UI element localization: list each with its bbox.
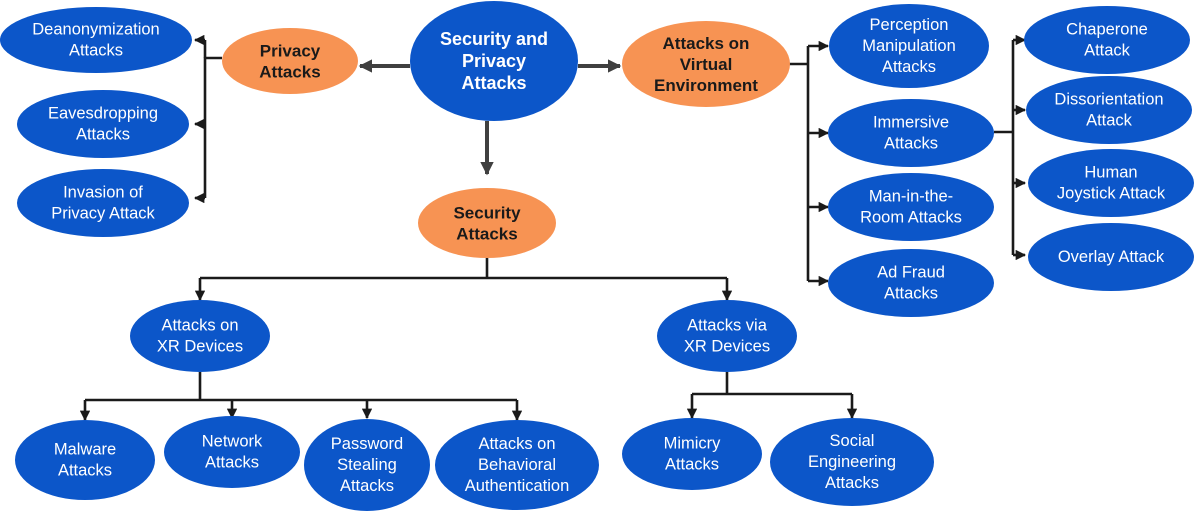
node-perception-manipulation-shape — [829, 4, 989, 88]
node-invasion-privacy-shape — [17, 169, 189, 237]
node-immersive-shape — [828, 99, 994, 167]
node-privacy-attacks-shape — [222, 28, 358, 94]
node-overlay-label: Overlay Attack — [1058, 248, 1165, 266]
immersive-connectors — [994, 34, 1027, 261]
node-virtual-environment-shape — [622, 21, 790, 107]
node-overlay: Overlay Attack — [1028, 223, 1194, 291]
node-man-in-the-room-label: Man-in-the-Room Attacks — [860, 188, 962, 227]
node-behavioral-authentication-shape — [435, 420, 599, 510]
via-devices-connectors — [686, 372, 858, 420]
node-eavesdropping-shape — [17, 90, 189, 158]
node-man-in-the-room-shape — [828, 173, 994, 241]
node-security-attacks-shape — [418, 188, 556, 258]
node-deanonymization-shape — [0, 7, 192, 73]
node-human-joystick-shape — [1028, 149, 1194, 217]
node-password-stealing-shape — [304, 419, 430, 511]
node-attacks-via-xr-shape — [657, 300, 797, 372]
node-mimicry-shape — [622, 418, 762, 490]
node-overlay-shape — [1028, 223, 1194, 291]
node-man-in-the-room: Man-in-the-Room Attacks — [828, 173, 994, 241]
virtual-environment-connectors — [788, 40, 830, 287]
on-devices-connectors — [79, 372, 523, 422]
root-connectors — [358, 59, 622, 176]
node-attacks-on-xr-shape — [130, 300, 270, 372]
node-network-shape — [164, 416, 300, 488]
node-social-engineering-shape — [770, 418, 934, 506]
node-chaperone-shape — [1024, 6, 1190, 74]
privacy-connectors — [193, 34, 222, 204]
node-root-shape — [410, 1, 578, 121]
security-connectors — [194, 258, 733, 302]
node-ad-fraud-shape — [828, 249, 994, 317]
node-malware-shape — [15, 420, 155, 500]
node-dissorientation-shape — [1026, 76, 1192, 144]
